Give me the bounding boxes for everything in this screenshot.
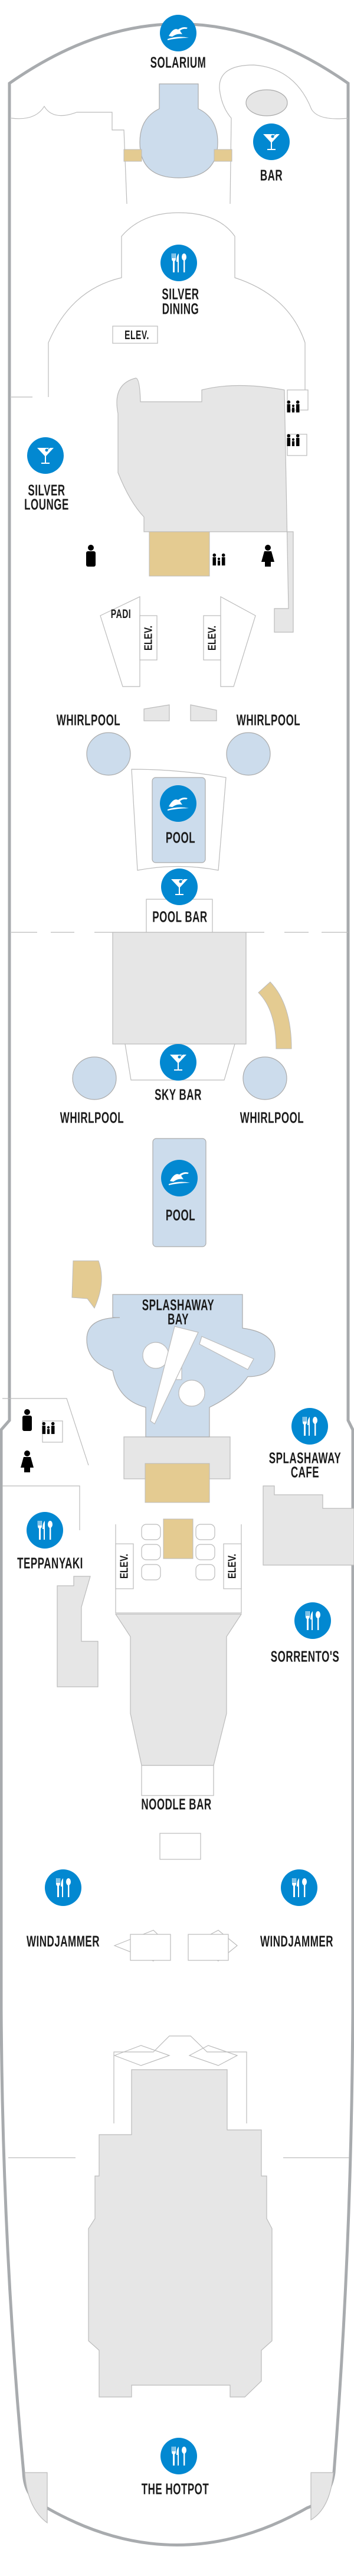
cutlery-icon[interactable] <box>160 2438 197 2474</box>
cutlery-icon[interactable] <box>294 1602 331 1639</box>
cutlery-icon[interactable] <box>281 1869 317 1906</box>
whirlpool-label[interactable]: WHIRLPOOL <box>56 711 121 729</box>
cutlery-icon[interactable] <box>27 1512 63 1549</box>
cutlery-icon[interactable] <box>45 1869 81 1906</box>
stairs <box>149 531 210 577</box>
cutlery-icon[interactable] <box>291 1408 328 1445</box>
teppanyaki-label[interactable]: TEPPANYAKI <box>17 1554 83 1572</box>
block-noodle-bar <box>114 1614 242 1766</box>
pool-label[interactable]: POOL <box>165 829 196 847</box>
stairs <box>123 149 142 162</box>
pool-bar-label[interactable]: POOL BAR <box>152 908 208 926</box>
splashaway-cafe-label-line2[interactable]: CAFE <box>290 1463 320 1481</box>
hull-outline <box>0 22 354 2546</box>
noodle-bar-label[interactable]: NOODLE BAR <box>141 1796 212 1813</box>
sky-bar-label[interactable]: SKY BAR <box>155 1086 202 1104</box>
womens-restroom-icon <box>15 1450 39 1474</box>
splashaway-bay-label-line2[interactable]: BAY <box>168 1310 189 1328</box>
block-forward-center <box>116 378 294 633</box>
silver-lounge-label-line2[interactable]: LOUNGE <box>24 496 69 513</box>
martini-icon[interactable] <box>27 437 64 474</box>
family-restroom-icon <box>285 399 301 415</box>
solarium-pool <box>139 83 218 178</box>
whirlpool-aft-right-tub <box>242 1056 287 1100</box>
family-restroom-icon <box>211 552 227 568</box>
the-hotpot-label[interactable]: THE HOTPOT <box>141 2480 209 2498</box>
splashaway-bay-label-line1[interactable]: SPLASHAWAY <box>142 1296 215 1314</box>
stairs <box>145 1463 210 1503</box>
bar-label[interactable]: BAR <box>260 167 283 184</box>
mens-restroom-icon <box>15 1409 39 1432</box>
block-midship <box>112 932 247 1045</box>
pool-label[interactable]: POOL <box>165 1206 196 1224</box>
martini-icon[interactable] <box>161 869 198 905</box>
swimmer-icon[interactable] <box>160 15 196 51</box>
silver-dining-label-line2[interactable]: DINING <box>162 300 199 318</box>
whirlpool-fwd-right-tub <box>226 732 271 776</box>
splashaway-cafe-label-line1[interactable]: SPLASHAWAY <box>268 1449 342 1467</box>
family-restroom-icon <box>40 1420 57 1437</box>
swimmer-icon[interactable] <box>161 1160 198 1196</box>
padi-label[interactable]: PADI <box>110 606 132 621</box>
whirlpool-fwd-left-tub <box>86 732 131 776</box>
mens-restroom-icon <box>79 544 103 568</box>
stairs <box>258 981 292 1049</box>
swimmer-icon[interactable] <box>160 785 196 822</box>
family-restroom-icon <box>285 432 301 449</box>
bar-oval <box>245 89 288 116</box>
whirlpool-label[interactable]: WHIRLPOOL <box>240 1109 304 1127</box>
silver-lounge-label-line1[interactable]: SILVER <box>28 482 65 499</box>
whirlpool-label[interactable]: WHIRLPOOL <box>60 1109 124 1127</box>
windjammer-label[interactable]: WINDJAMMER <box>27 1933 100 1950</box>
elevator-label: ELEV. <box>118 1554 131 1579</box>
whirlpool-aft-left-tub <box>72 1056 117 1100</box>
sorrentos-label[interactable]: SORRENTO'S <box>270 1648 340 1666</box>
elevator-label: ELEV. <box>124 327 149 342</box>
stairs <box>71 1260 102 1309</box>
silver-dining-label-line1[interactable]: SILVER <box>162 285 199 303</box>
womens-restroom-icon <box>256 544 280 568</box>
elevator-label: ELEV. <box>142 626 155 650</box>
martini-icon[interactable] <box>160 1044 196 1081</box>
solarium-label[interactable]: SOLARIUM <box>150 54 206 71</box>
block-aft <box>88 2069 273 2398</box>
martini-icon[interactable] <box>253 123 290 160</box>
whirlpool-label[interactable]: WHIRLPOOL <box>236 711 301 729</box>
cutlery-icon[interactable] <box>160 245 197 281</box>
elevator-label: ELEV. <box>206 626 219 650</box>
windjammer-label[interactable]: WINDJAMMER <box>260 1933 333 1950</box>
elevator-label: ELEV. <box>226 1554 239 1579</box>
stairs <box>163 1518 194 1559</box>
